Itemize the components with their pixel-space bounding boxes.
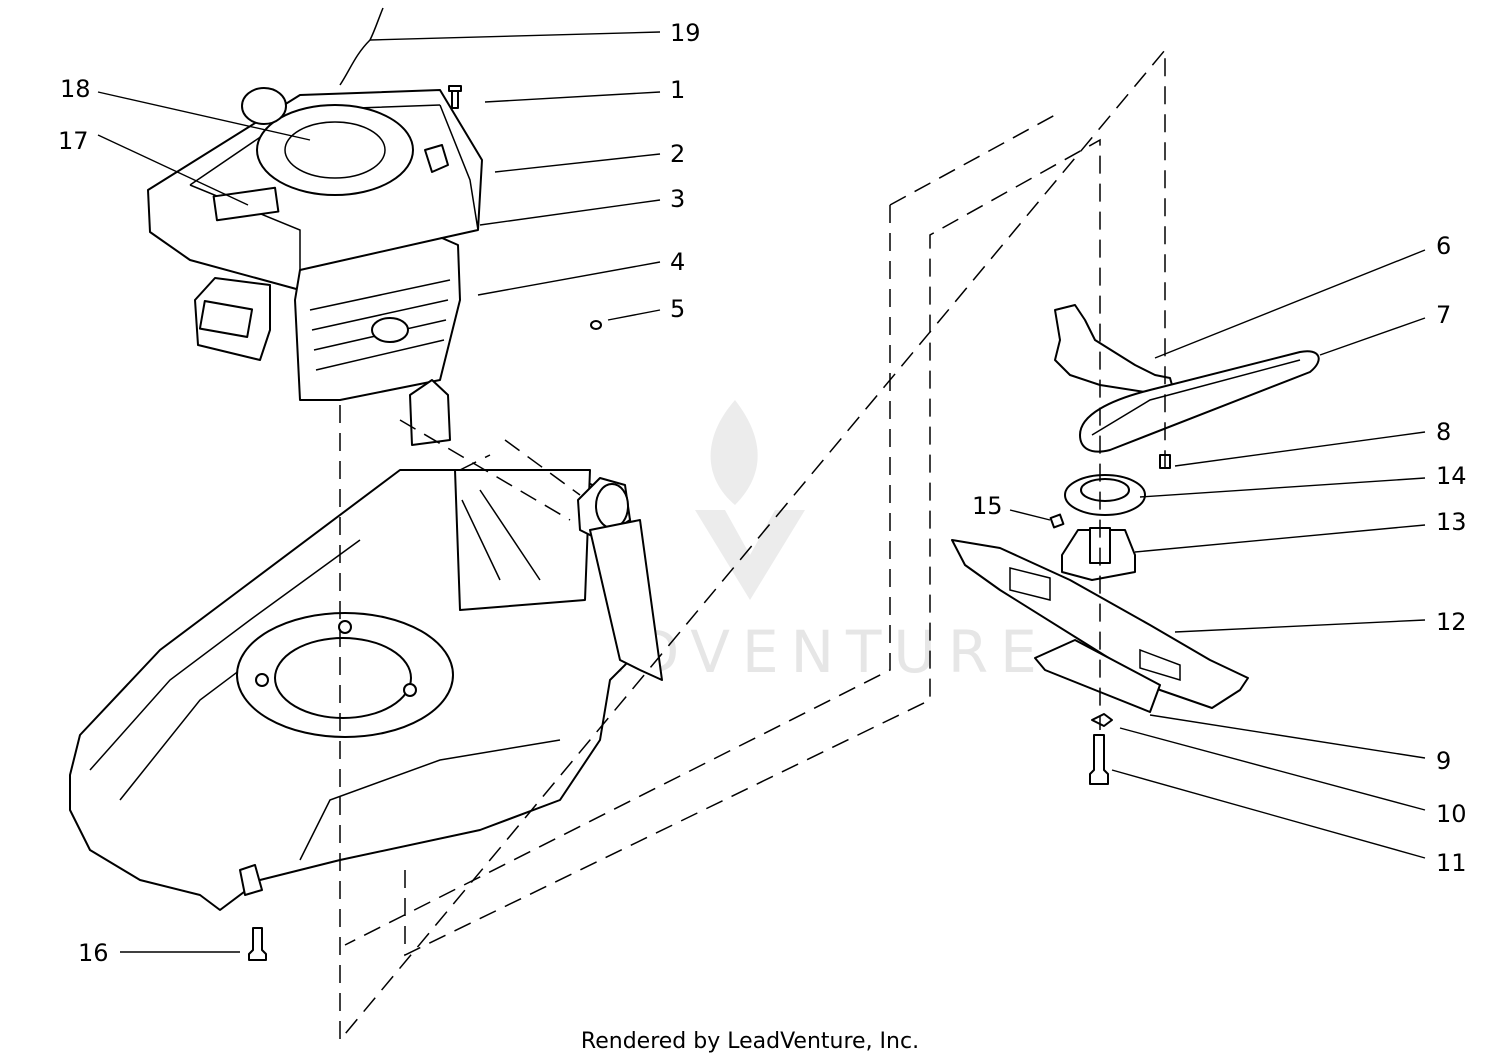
callout-15: 15 — [972, 492, 1003, 520]
deck-chute — [454, 469, 591, 611]
spark-plug-wire — [339, 7, 384, 86]
oil-dipstick — [424, 144, 449, 173]
part-7-belt — [1079, 350, 1320, 453]
part-15-key — [1049, 513, 1065, 529]
mower-deck — [69, 379, 663, 961]
oil-cap — [241, 87, 287, 125]
rear-wheel-bracket-left — [409, 379, 451, 446]
deck-clip — [239, 864, 263, 896]
callout-10: 10 — [1436, 800, 1467, 828]
callout-8: 8 — [1436, 418, 1451, 446]
engine-block — [294, 237, 461, 401]
part-10-washer — [1091, 713, 1113, 727]
callout-6: 6 — [1436, 232, 1451, 260]
callout-13: 13 — [1436, 508, 1467, 536]
callout-14: 14 — [1436, 462, 1467, 490]
callout-4: 4 — [670, 248, 685, 276]
leader-lines — [97, 31, 1426, 953]
part-6-belt-guard — [1054, 304, 1173, 393]
callout-18: 18 — [60, 75, 91, 103]
footer-credit: Rendered by LeadVenture, Inc. — [581, 1029, 919, 1054]
engine-assembly — [147, 7, 483, 401]
part-1-bolt — [448, 85, 462, 109]
recoil-starter — [256, 104, 414, 196]
callout-17: 17 — [58, 127, 89, 155]
part-5-nut — [590, 320, 602, 330]
callout-11: 11 — [1436, 849, 1467, 877]
callouts: 1 2 3 4 5 6 7 8 9 10 11 12 13 14 15 16 1… — [58, 19, 1467, 967]
watermark-flame-icon — [710, 400, 758, 505]
part-9-blade-stiffener — [1034, 639, 1161, 713]
rear-flap — [589, 519, 663, 681]
assembly-lines — [339, 47, 1166, 1043]
part-12-blade — [951, 539, 1249, 709]
watermark-v-icon — [695, 510, 805, 600]
callout-16: 16 — [78, 939, 109, 967]
callout-2: 2 — [670, 140, 685, 168]
part-16-bolt — [248, 927, 267, 961]
callout-7: 7 — [1436, 301, 1451, 329]
callout-19: 19 — [670, 19, 701, 47]
callout-12: 12 — [1436, 608, 1467, 636]
callout-5: 5 — [670, 295, 685, 323]
callout-9: 9 — [1436, 747, 1451, 775]
blade-assembly — [951, 304, 1320, 785]
part-11-bolt — [1089, 734, 1109, 785]
callout-1: 1 — [670, 76, 685, 104]
callout-3: 3 — [670, 185, 685, 213]
